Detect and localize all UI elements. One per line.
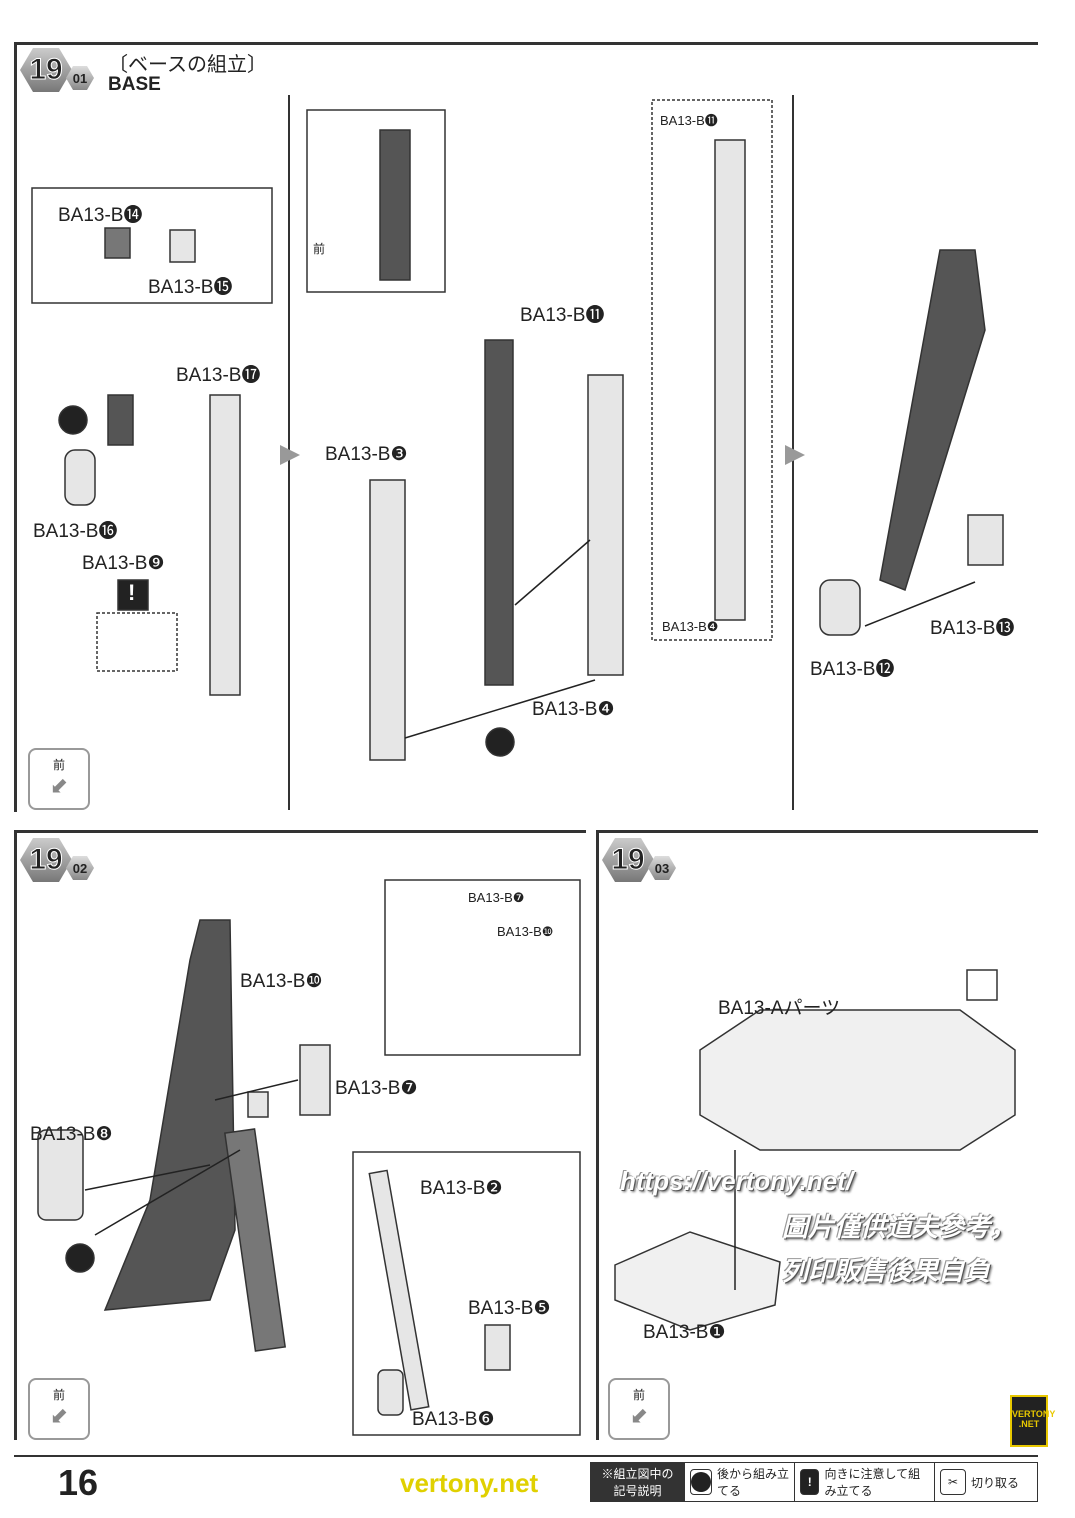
page-number: 16 [58,1462,99,1503]
step-badge-19-02: 19 02 [20,838,94,882]
part-label: BA13-B❹ [532,699,615,720]
part-label: BA13-B⓰ [33,521,118,542]
legend-item: ! 向きに注意して組み立てる [795,1463,935,1501]
part-label: BA13-B⓫ [660,113,718,128]
step-number: 19 [602,838,654,882]
part-label: BA13-B❶ [643,1322,726,1343]
step-title-jp: 〔ベースの組立〕 [108,54,267,76]
front-direction-icon: 前⬋ [28,1378,90,1440]
watermark-line2: 列印販售後果自負 [782,1256,991,1286]
watermark-logo: VERTONY .NET [1010,1395,1055,1447]
legend-text: 切り取る [971,1475,1020,1490]
watermark-footer: vertony.net [400,1468,539,1498]
part-label: BA13-B❼ [335,1078,418,1099]
step-badge-19-03: 19 03 [602,838,676,882]
part-label: BA13-B❸ [325,444,408,465]
part-label: BA13-B⓬ [810,659,895,680]
rule-step3-left [596,830,599,1440]
step-sub: 03 [648,856,676,880]
legend-item: ✂ 切り取る [935,1463,1037,1501]
step-number: 19 [20,838,72,882]
part-label: BA13-B❿ [240,971,323,992]
watermark-url: https://vertony.net/ [620,1166,854,1196]
part-label: BA13-B❿ [497,924,554,939]
part-label: BA13-B⓭ [930,618,1015,639]
part-label: BA13-B❺ [468,1298,551,1319]
part-label: BA13-B❾ [82,553,165,574]
legend-text: 後から組み立てる [717,1467,790,1498]
part-label: BA13-B⓫ [520,305,605,326]
exclamation-icon: ! [128,580,136,605]
step-title-en: BASE [108,74,161,95]
part-label: BA13-B❷ [420,1178,503,1199]
part-label: BA13-B❻ [412,1409,495,1430]
front-label: 前 [632,1388,645,1402]
top-rule [14,42,1038,45]
part-label: BA13-B❼ [468,890,525,905]
step-badge-19-01: 19 01 [20,48,94,92]
left-rule [14,42,17,812]
part-label: BA13-B❽ [30,1124,113,1145]
legend-item: 後から組み立てる [685,1463,795,1501]
legend-heading: ※組立図中の記号説明 [591,1463,685,1501]
inset-front-label: 前 [313,242,326,256]
watermark-line1: 圖片僅供道夫參考， [782,1212,1017,1242]
part-label: BA13-B⓱ [176,365,261,386]
front-label: 前 [52,1388,65,1402]
front-label: 前 [52,758,65,772]
nipper-icon: ✂ [940,1469,966,1495]
part-label: BA13-B⓮ [58,205,143,226]
front-direction-icon: 前⬋ [28,748,90,810]
rule-step2 [14,830,586,833]
rule-step2-left [14,830,17,1440]
symbol-legend: ※組立図中の記号説明 後から組み立てる ! 向きに注意して組み立てる ✂ 切り取… [590,1462,1038,1502]
part-label: BA13-B❹ [662,619,719,634]
legend-text: 向きに注意して組み立てる [824,1467,921,1498]
assemble-later-icon [690,1469,712,1495]
part-label: BA13-Aパーツ [718,998,841,1019]
exclamation-icon: ! [800,1469,820,1495]
front-direction-icon: 前⬋ [608,1378,670,1440]
rule-step3 [596,830,1038,833]
bottom-rule [14,1455,1038,1457]
part-label: BA13-B⓯ [148,277,233,298]
